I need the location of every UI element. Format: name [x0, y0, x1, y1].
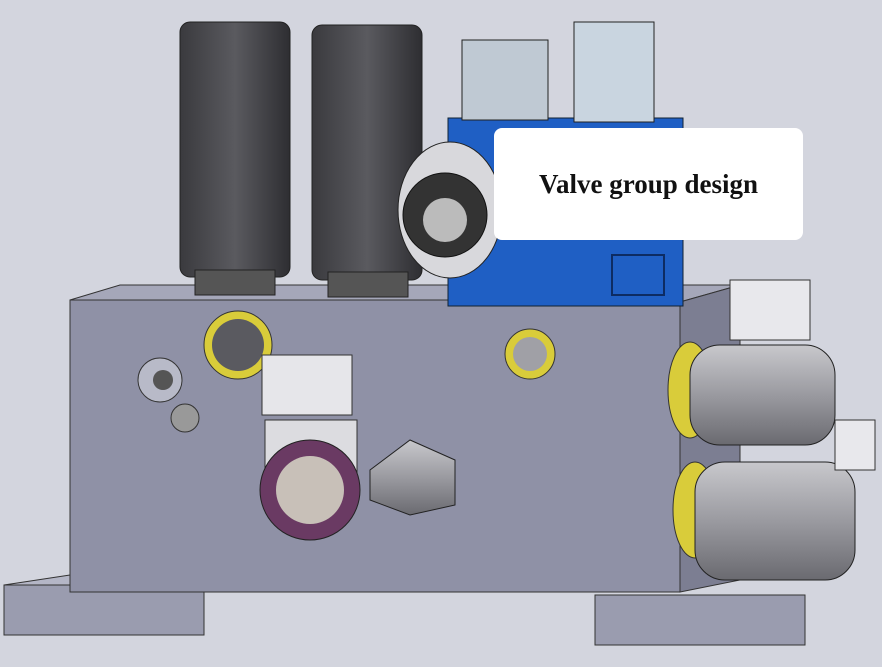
- port-gauge: [137, 357, 200, 433]
- valve-connector-left: [461, 39, 549, 121]
- valve-coil-front: [397, 141, 503, 279]
- fitting-center: [259, 354, 456, 541]
- valve-connector-right: [573, 21, 655, 123]
- base-foot-right: [594, 594, 806, 646]
- plug-yellow-ring: [203, 310, 273, 380]
- caption-card: Valve group design: [494, 128, 803, 240]
- solenoid-coil-left: [179, 21, 291, 296]
- solenoid-coil-middle: [311, 24, 423, 298]
- side-coil-lower: [672, 419, 876, 581]
- plug-small: [504, 328, 556, 380]
- side-coil-upper: [667, 279, 836, 446]
- caption-text: Valve group design: [538, 168, 759, 199]
- manifold-block: [69, 284, 741, 593]
